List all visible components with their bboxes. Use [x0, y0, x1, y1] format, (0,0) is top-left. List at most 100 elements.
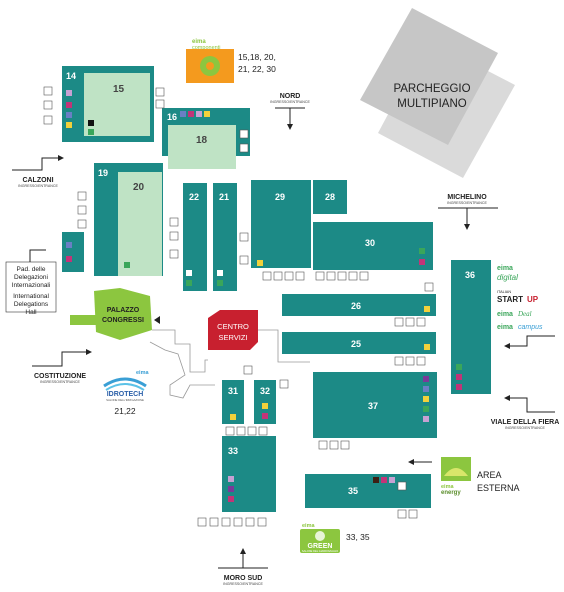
svg-text:33: 33	[228, 446, 238, 456]
svg-text:21: 21	[219, 192, 229, 202]
entrance-moro-sud[interactable]: MORO SUD INGRESSO/ENTRANCE	[218, 548, 268, 586]
svg-text:MORO SUD: MORO SUD	[224, 575, 263, 582]
svg-text:35: 35	[348, 486, 358, 496]
svg-text:International: International	[13, 293, 49, 300]
svg-text:eima: eima	[497, 324, 513, 331]
entrance-michelino[interactable]: MICHELINO INGRESSO/ENTRANCE	[438, 194, 498, 230]
svg-text:15,18, 20,: 15,18, 20,	[238, 52, 276, 62]
parking-label-2: MULTIPIANO	[397, 98, 466, 110]
svg-text:SERVIZI: SERVIZI	[218, 333, 247, 342]
hall-14-markers	[66, 90, 94, 135]
logo-eima-idrotech: eima IDROTECH SALONE DELL'IRRIGAZIONE 21…	[103, 370, 149, 416]
hall-annex-left	[62, 232, 84, 272]
hall-28[interactable]: 28	[313, 180, 347, 214]
logo-eima-componenti: eima componenti 15,18, 20, 21, 22, 30	[186, 36, 276, 83]
svg-text:29: 29	[275, 192, 285, 202]
svg-text:INGRESSO/ENTRANCE: INGRESSO/ENTRANCE	[270, 100, 310, 104]
logo-italian-startup: ITALIAN START UP	[497, 290, 539, 304]
svg-text:18: 18	[196, 135, 208, 146]
hall-22[interactable]: 22	[183, 183, 207, 291]
svg-text:Delegations: Delegations	[14, 301, 49, 308]
svg-text:37: 37	[368, 401, 378, 411]
logo-eima-digital: eima digital	[497, 265, 518, 282]
hall-36[interactable]: 36	[451, 260, 491, 394]
svg-text:CENTRO: CENTRO	[217, 322, 249, 331]
parking-multistorey[interactable]: PARCHEGGIO MULTIPIANO	[360, 8, 515, 178]
delegations-hall[interactable]: Pad. delle Delegazioni Internazionali In…	[5, 249, 57, 316]
svg-text:Deal: Deal	[517, 310, 532, 318]
svg-text:Pad. delle: Pad. delle	[17, 266, 46, 273]
svg-text:eima: eima	[497, 265, 513, 272]
svg-text:COSTITUZIONE: COSTITUZIONE	[34, 373, 86, 380]
arrow-hall-36	[504, 335, 555, 349]
svg-text:14: 14	[66, 71, 76, 81]
svg-text:21, 22, 30: 21, 22, 30	[238, 64, 276, 74]
centro-servizi[interactable]: CENTRO SERVIZI	[208, 310, 258, 350]
arrow-area-esterna	[408, 459, 432, 465]
svg-text:SALONE DEL GIARDINAGGIO: SALONE DEL GIARDINAGGIO	[302, 549, 338, 553]
hall-31[interactable]: 31	[222, 380, 244, 424]
svg-text:CONGRESSI: CONGRESSI	[102, 317, 144, 324]
svg-text:GREEN: GREEN	[308, 543, 333, 550]
hall-32[interactable]: 32	[254, 380, 276, 424]
logo-eima-deal: eima Deal	[497, 310, 532, 318]
svg-text:INGRESSO/ENTRANCE: INGRESSO/ENTRANCE	[505, 426, 545, 430]
svg-text:ESTERNA: ESTERNA	[477, 483, 520, 493]
svg-text:31: 31	[228, 386, 238, 396]
hall-35[interactable]: 35	[305, 474, 431, 508]
entrance-nord[interactable]: NORD INGRESSO/ENTRANCE	[270, 93, 310, 130]
hall-30[interactable]: 30	[313, 222, 433, 270]
svg-text:Internazionali: Internazionali	[12, 282, 51, 289]
svg-text:NORD: NORD	[280, 93, 301, 100]
hall-26[interactable]: 26	[282, 294, 436, 316]
walkway	[149, 329, 310, 399]
svg-text:22: 22	[189, 192, 199, 202]
hall-25[interactable]: 25	[282, 332, 436, 354]
svg-text:SALONE DELL'IRRIGAZIONE: SALONE DELL'IRRIGAZIONE	[106, 398, 144, 402]
entrance-calzoni[interactable]: CALZONI INGRESSO/ENTRANCE	[12, 155, 64, 188]
svg-text:IDROTECH: IDROTECH	[107, 391, 144, 398]
svg-text:AREA: AREA	[477, 470, 502, 480]
svg-text:campus: campus	[518, 324, 543, 331]
hall-16-markers	[180, 111, 210, 117]
entrance-costituzione[interactable]: COSTITUZIONE INGRESSO/ENTRANCE	[32, 349, 92, 384]
hall-37[interactable]: 37	[313, 372, 437, 438]
hall-15[interactable]: 15	[84, 73, 150, 136]
svg-text:INGRESSO/ENTRANCE: INGRESSO/ENTRANCE	[223, 582, 263, 586]
svg-text:32: 32	[260, 386, 270, 396]
svg-text:INGRESSO/ENTRANCE: INGRESSO/ENTRANCE	[447, 201, 487, 205]
svg-text:CALZONI: CALZONI	[22, 177, 53, 184]
svg-text:20: 20	[133, 182, 145, 193]
svg-text:25: 25	[351, 339, 361, 349]
svg-text:eima: eima	[136, 370, 149, 376]
palazzo-congressi[interactable]: PALAZZO CONGRESSI	[70, 288, 160, 340]
svg-text:16: 16	[167, 112, 177, 122]
svg-text:INGRESSO/ENTRANCE: INGRESSO/ENTRANCE	[40, 380, 80, 384]
logo-eima-energy: eima energy AREA ESTERNA	[441, 457, 520, 496]
svg-text:36: 36	[465, 270, 475, 280]
svg-text:START: START	[497, 295, 523, 304]
parking-label-1: PARCHEGGIO	[393, 83, 470, 95]
svg-text:eima: eima	[497, 311, 513, 318]
logo-eima-campus: eima campus	[497, 324, 543, 331]
svg-text:Hall: Hall	[25, 309, 37, 316]
svg-text:componenti: componenti	[192, 45, 220, 51]
entrance-viale-della-fiera[interactable]: VIALE DELLA FIERA INGRESSO/ENTRANCE	[491, 395, 560, 430]
svg-text:30: 30	[365, 238, 375, 248]
svg-text:eima: eima	[441, 484, 454, 490]
svg-text:PALAZZO: PALAZZO	[107, 307, 140, 314]
svg-text:26: 26	[351, 301, 361, 311]
svg-text:33, 35: 33, 35	[346, 532, 370, 542]
hall-33[interactable]: 33	[222, 436, 276, 512]
stand-marker	[124, 262, 130, 268]
hall-20[interactable]: 20	[118, 172, 162, 276]
svg-text:digital: digital	[497, 273, 518, 282]
hall-21[interactable]: 21	[213, 183, 237, 291]
hall-29[interactable]: 29	[251, 180, 311, 268]
svg-text:15: 15	[113, 84, 125, 95]
svg-text:energy: energy	[441, 490, 461, 496]
hall-18[interactable]: 18	[168, 125, 236, 169]
svg-text:ITALIAN: ITALIAN	[497, 290, 511, 294]
svg-text:UP: UP	[527, 295, 539, 304]
